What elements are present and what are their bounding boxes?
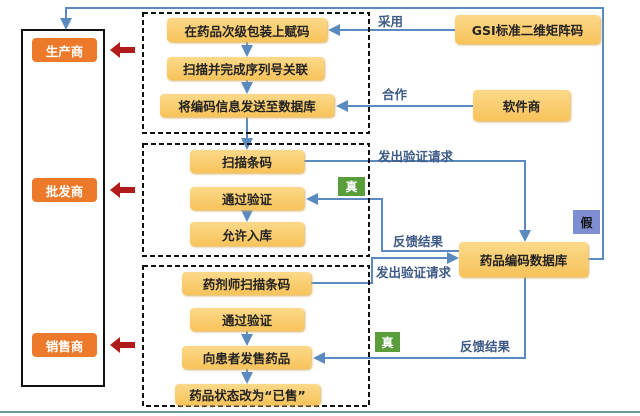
actor-manufacturer: 生产商 bbox=[32, 38, 97, 62]
label-verify-request-2: 发出验证请求 bbox=[376, 265, 452, 280]
step-pharmacist-scan: 药剂师扫描条码 bbox=[182, 272, 311, 295]
label-verify-request-1: 发出验证请求 bbox=[378, 149, 454, 164]
step-send-to-db: 将编码信息发送至数据库 bbox=[160, 94, 334, 117]
step-allow-storage: 允许入库 bbox=[190, 222, 304, 246]
label-feedback-1: 反馈结果 bbox=[393, 234, 444, 249]
step-assign-code: 在药品次级包装上赋码 bbox=[167, 18, 327, 42]
tag-fake: 假 bbox=[573, 210, 600, 234]
label-cooperate: 合作 bbox=[382, 87, 408, 102]
tag-true-1: 真 bbox=[338, 177, 365, 196]
step-scan-associate: 扫描并完成序列号关联 bbox=[167, 57, 324, 80]
step-verified: 通过验证 bbox=[190, 187, 304, 210]
gs1-matrix-code: GSI标准二维矩阵码 bbox=[455, 15, 600, 44]
software-vendor: 软件商 bbox=[473, 90, 570, 121]
label-feedback-2: 反馈结果 bbox=[460, 339, 511, 354]
actor-wholesaler: 批发商 bbox=[32, 178, 97, 202]
red-arrows bbox=[110, 42, 135, 353]
label-adopt: 采用 bbox=[378, 14, 404, 29]
step-scan-barcode: 扫描条码 bbox=[190, 150, 304, 173]
step-mark-sold: 药品状态改为“已售” bbox=[175, 384, 320, 405]
step-verified-retail: 通过验证 bbox=[190, 308, 304, 331]
actor-retailer: 销售商 bbox=[32, 333, 97, 357]
drug-code-database: 药品编码数据库 bbox=[459, 242, 588, 277]
step-sell-to-patient: 向患者发售药品 bbox=[182, 346, 311, 369]
tag-true-2: 真 bbox=[375, 332, 400, 352]
